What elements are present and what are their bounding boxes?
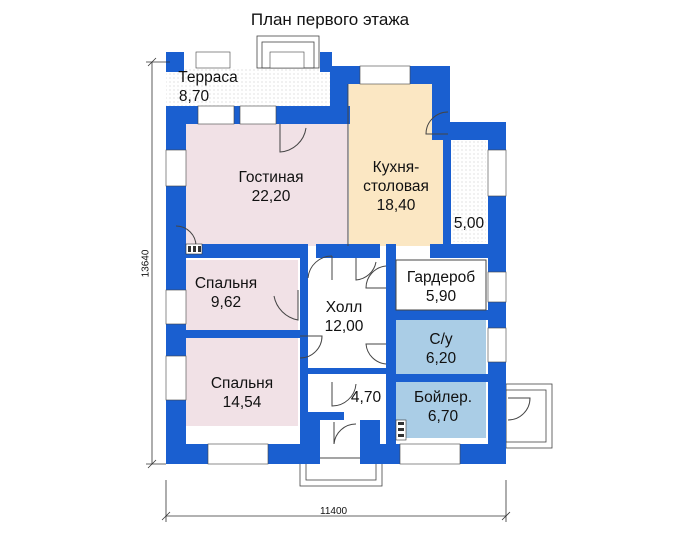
room-boiler-name: Бойлер. (413, 389, 473, 406)
room-bedroom2-name: Спальня (210, 375, 274, 392)
room-living-area: 22,20 (251, 188, 291, 205)
room-storage-floor (450, 128, 486, 242)
plan-title: План первого этажа (250, 10, 410, 29)
dimension-width: 11400 (320, 506, 348, 517)
room-bedroom1-floor (184, 260, 298, 332)
room-kitchen-name2: столовая (363, 178, 429, 195)
room-storage-area: 5,00 (453, 215, 485, 232)
room-wardrobe: Гардероб 5,90 (394, 268, 488, 306)
wall-windows (165, 51, 507, 465)
room-bedroom2: Спальня 14,54 (196, 374, 288, 412)
room-kitchen-floor (349, 82, 443, 246)
room-bedroom2-floor (184, 338, 298, 426)
room-boiler-floor (396, 382, 486, 438)
room-bath-floor (396, 320, 486, 374)
room-living-name: Гостиная (238, 169, 304, 186)
room-closet: 4,70 (344, 388, 388, 407)
room-bedroom1-area: 9,62 (210, 294, 242, 311)
room-hall: Холл 12,00 (314, 298, 374, 336)
room-bathroom: С/у 6,20 (396, 330, 486, 368)
room-wardrobe-name: Гардероб (406, 269, 476, 286)
room-kitchen-area: 18,40 (376, 197, 416, 214)
porch-right (505, 383, 553, 449)
room-closet-area: 4,70 (350, 389, 382, 406)
room-bedroom1: Спальня 9,62 (186, 274, 266, 312)
room-bathroom-area: 6,20 (425, 350, 457, 367)
room-storage: 5,00 (448, 214, 490, 233)
room-hall-area: 12,00 (324, 318, 364, 335)
vent-marks (185, 243, 407, 441)
partitions (347, 84, 487, 311)
dimension-lines (146, 57, 511, 522)
room-bedroom2-area: 14,54 (222, 394, 262, 411)
room-terrace: Терраса 8,70 (168, 68, 248, 106)
interior-walls (184, 122, 506, 444)
doors (175, 111, 531, 445)
room-bedroom1-name: Спальня (194, 275, 258, 292)
room-living-floor (184, 122, 348, 246)
room-kitchen-name: Кухня- (372, 159, 420, 176)
room-living: Гостиная 22,20 (226, 168, 316, 206)
room-boiler: Бойлер. 6,70 (398, 388, 488, 426)
porch-bottom-inner (305, 457, 377, 481)
room-hall-name: Холл (325, 299, 363, 316)
dimension-height: 13640 (140, 249, 152, 278)
room-terrace-area: 8,70 (178, 88, 210, 105)
room-terrace-name: Терраса (178, 69, 238, 86)
room-wardrobe-area: 5,90 (425, 288, 457, 305)
room-boiler-area: 6,70 (427, 408, 459, 425)
room-bathroom-name: С/у (429, 331, 453, 348)
room-kitchen: Кухня- столовая 18,40 (350, 158, 442, 215)
